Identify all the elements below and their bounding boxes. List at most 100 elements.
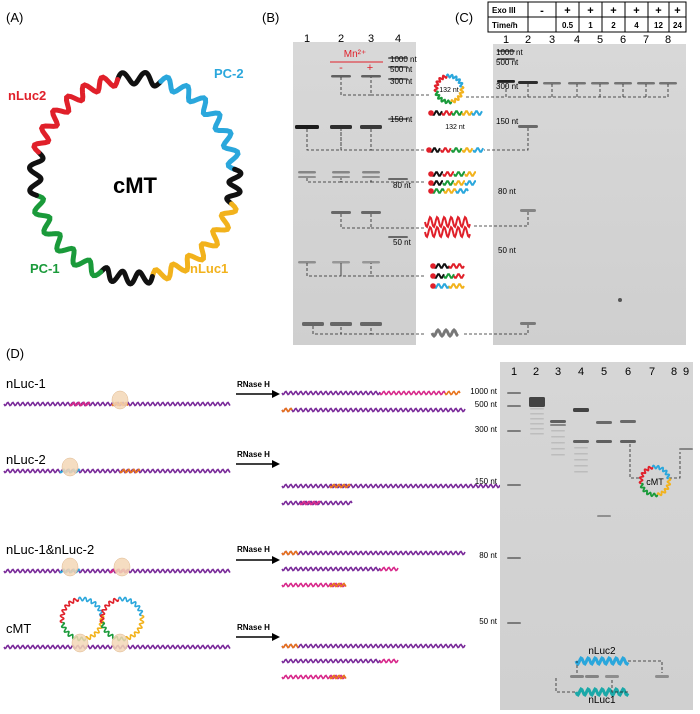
d-band-smear [574,471,588,473]
d-band-smear [574,459,588,461]
table-time-cell: 24 [673,21,682,30]
c-band-bottom [520,322,536,325]
product-j-site [329,674,347,680]
b-ladder-300: 300 nt [390,77,413,86]
d-band-smear [530,423,544,425]
c-ladder-50: 50 nt [498,246,517,255]
d-band-lane4b [573,440,589,443]
d-ladder-band [507,392,521,394]
site-orange [119,468,141,474]
d-band-smear [530,433,544,435]
lane-b-1: 1 [304,33,310,45]
ladder-b-band [388,57,408,59]
c-band-circular [591,82,609,85]
lane-d-3: 3 [555,366,561,378]
lane-c-6: 6 [620,34,626,46]
b-band-mid [298,176,316,178]
strand-linear-132 [441,110,453,116]
d-ladder-1000: 1000 nt [470,387,497,396]
gel-d-cmt-label: cMT [646,477,664,487]
grey-strand [430,328,459,338]
cmt-ring-mini [77,596,104,617]
product-f [281,566,381,572]
product-f-site [379,566,399,572]
c-band-linear [518,125,538,128]
d-band-lane6b [620,440,636,443]
d-band-small [605,675,619,678]
arrowhead [272,556,280,564]
rnase-h-enzyme [61,457,79,477]
strand-linear [461,147,474,153]
table-exo-cell: + [674,5,680,17]
strand-linear-132 [431,110,443,116]
panel-b-label: (B) [262,10,279,25]
c-band-splint [520,209,536,212]
lane-c-8: 8 [665,34,671,46]
enzyme-3: RNase H [237,545,270,554]
table-exo-cell: + [610,5,616,17]
segment-nluc1 [149,201,239,282]
rnase-h-schematic [3,390,501,680]
table-row2-label: Time/h [492,21,518,30]
strand-d [433,263,450,269]
panel-c-label: (C) [455,10,473,25]
table-time-cell: 12 [654,21,663,30]
c-connector-bottom [462,325,529,335]
strand-e [443,273,455,279]
b-band-mid [362,171,380,174]
d-ladder-50: 50 nt [479,617,498,626]
d-ladder-band [507,622,521,624]
product-b-site [281,407,293,413]
b-connector-circ [340,77,372,96]
rnase-h-enzyme [111,390,129,410]
c-band-circular [518,81,538,84]
c-ladder-band [497,50,515,52]
linker-black-right [224,166,244,207]
segment-nluc2 [31,74,121,155]
product-d-site [299,500,321,506]
pc1-label: PC-1 [30,261,60,276]
gel-c [493,44,686,345]
mn-plus: + [367,62,373,74]
b-band-mid [332,171,350,174]
strand-b [464,180,476,186]
b-ladder-500: 500 nt [390,65,413,74]
site-magenta [69,401,91,407]
d-band-smear [530,408,544,410]
lane-d-9: 9 [683,366,689,378]
strand-b [442,180,454,186]
arrowhead [272,633,280,641]
d-connector-nluc1-right [611,678,628,693]
b-band-bottom [360,322,382,326]
panel-d-label: (D) [6,346,24,361]
d-band-lane6 [620,420,636,423]
lane-c-2: 2 [525,34,531,46]
b-band-splint [331,211,351,214]
mini-circle-segment [434,90,453,105]
d-band-smear [551,436,565,438]
b-band-bottom [302,322,324,326]
d-ladder-band [507,484,521,486]
b-band-linear [360,125,382,129]
product-i [281,658,381,664]
phosphate-dot [428,110,434,116]
panel-a-label: (A) [6,10,23,25]
d-ladder-band [507,430,521,432]
d-band-lane5b [596,440,612,443]
d-band-smear [551,454,565,456]
product-h [281,643,466,649]
c-ladder-80: 80 nt [498,187,517,196]
product-a [281,390,381,396]
d-band-small [585,675,599,678]
d-ladder-150: 150 nt [475,477,498,486]
lane-d-6: 6 [625,366,631,378]
d-band-small [655,675,669,678]
strand-linear-132 [471,110,483,116]
d-band-lane5 [596,421,612,424]
phosphate-dot [426,147,432,153]
c-ladder-300: 300 nt [496,82,519,91]
d-ladder-80: 80 nt [479,551,498,560]
strand-linear-132 [451,110,463,116]
rnase-h-enzyme [111,633,129,653]
phosphate-dot [430,273,436,279]
